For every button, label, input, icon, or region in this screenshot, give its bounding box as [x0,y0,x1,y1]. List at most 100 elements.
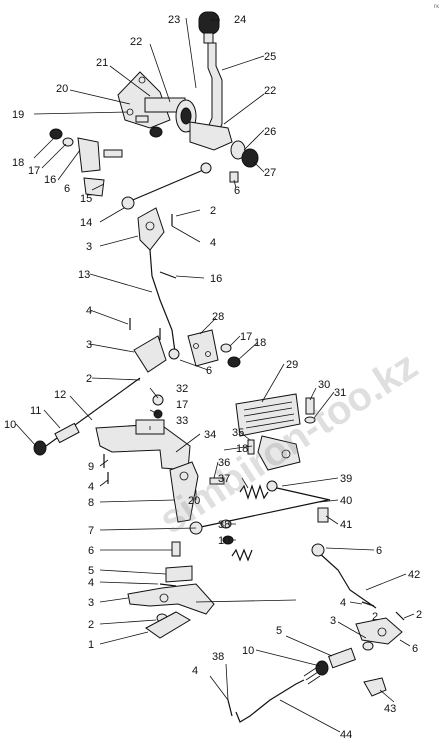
part-label: 43 [384,703,396,715]
small-bracket-group [49,128,123,197]
bolt-32 [152,394,164,406]
support-bracket-33 [95,423,191,471]
part-label: 6 [234,185,240,197]
part-label: 3 [86,339,92,351]
rod-14 [127,167,209,203]
rod-39 [267,485,331,501]
nut-19 [149,126,163,138]
part-label: 41 [340,519,352,531]
part-label: 2 [416,609,422,621]
washer-17 [62,137,74,147]
part-label: 6 [88,545,94,557]
part-label: 34 [204,429,216,441]
rod-42 [317,551,377,609]
part-label: 6 [64,183,70,195]
part-label: 7 [88,525,94,537]
lower-lever-group [169,461,269,523]
part-label: 33 [176,415,188,427]
part-label: 17 [176,399,188,411]
part-label: 2 [88,619,94,631]
link-line-1 [195,599,297,603]
middle-pivot [168,348,180,360]
part-label: 6 [412,643,418,655]
part-label: 27 [264,167,276,179]
part-label: 38 [212,651,224,663]
part-label: 31 [334,387,346,399]
pin-6d [171,541,181,557]
part-label: 22 [130,36,142,48]
lever-8-hole [179,471,189,481]
lever-plate [189,121,233,151]
part-label: 20 [56,83,68,95]
part-label: 13 [78,269,90,281]
bracket-28-hole-1 [193,343,199,349]
rod-7 [195,499,329,529]
part-label: 6 [206,365,212,377]
middle-link-group [129,318,241,373]
part-label: 2 [210,205,216,217]
part-label: 11 [30,405,41,417]
bracket-29 [235,393,301,437]
part-label: 10 [218,535,230,547]
watermark: simbiron-too.kz [152,343,426,542]
part-label: 1 [88,639,94,651]
lever-bracket [117,71,171,129]
bracket-28-hole-2 [205,351,211,357]
part-label: 6 [376,545,382,557]
part-label: 28 [212,311,224,323]
bolt-30 [305,397,315,415]
rod-13 [149,249,176,353]
nut-18-mid [227,356,241,368]
pin-4d [159,583,177,587]
corner-mark: гк [434,4,439,10]
part-label: 32 [176,383,188,395]
lever-3d [355,617,403,645]
part-label: 12 [54,389,66,401]
part-label: 16 [44,174,56,186]
bolt-36 [209,477,225,485]
spring-37 [239,484,269,500]
part-label: 5 [276,625,282,637]
part-label: 4 [86,305,92,317]
spring-lower [231,548,253,562]
part-label: 40 [340,495,352,507]
part-label: 4 [210,237,216,249]
part-label: 15 [80,193,92,205]
bracket-hole-2 [138,76,146,84]
part-label: 37 [218,473,230,485]
part-label: 42 [408,569,420,581]
selector-bracket-29 [235,393,316,471]
lower-left-lever [127,541,297,639]
bottom-rod-44 [227,647,356,723]
part-label: 25 [264,51,276,63]
part-label: 18 [236,443,248,455]
plate-15 [83,177,105,197]
part-label: 18 [12,157,24,169]
part-label: 35 [232,427,244,439]
part-label: 21 [96,57,108,69]
arm-35 [257,435,301,471]
clevis-5b [328,647,356,669]
right-lower-rod [311,543,405,697]
bolt-18c [247,439,255,455]
part-label: 2 [372,611,378,623]
rod-end-left [121,196,135,210]
part-label: 4 [340,597,346,609]
part-label: 9 [88,461,94,473]
nut-18 [49,128,63,140]
part-number-labels: 24 23 22 21 25 20 19 22 26 18 17 16 27 6… [4,14,422,741]
part-label: 39 [340,473,352,485]
pin-2d [395,611,405,621]
rod-44 [235,679,305,723]
cross-rods [189,480,331,562]
part-label: 3 [86,241,92,253]
part-label: 10 [242,645,254,657]
bellcrank-pivot [145,221,155,231]
bolt-6-top [229,171,239,183]
part-label: 3 [88,597,94,609]
leader-lines [15,17,415,733]
clevis-5a [165,565,193,583]
washer-26 [230,140,246,160]
